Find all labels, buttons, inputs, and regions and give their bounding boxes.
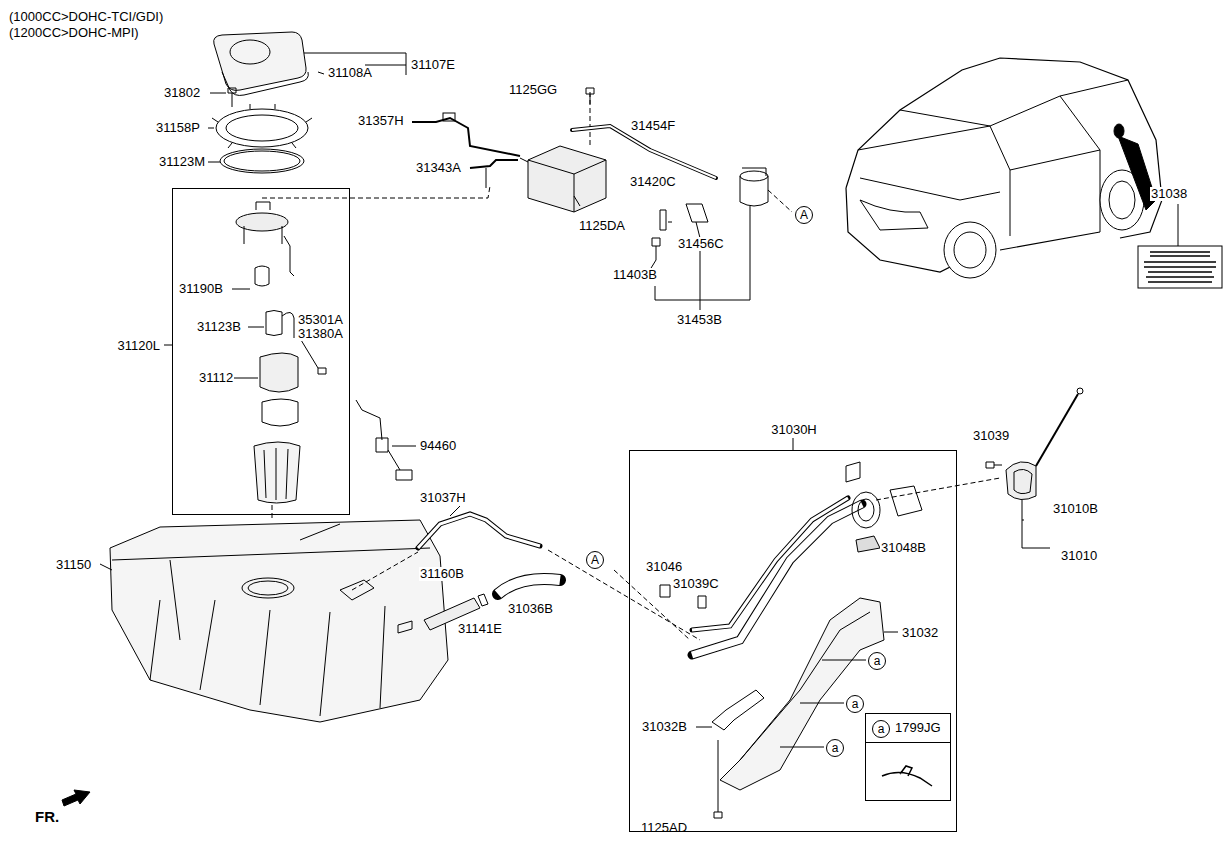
group-box: 31120L xyxy=(172,188,350,515)
circled-letter: a xyxy=(846,695,864,713)
callout-number: 31123M xyxy=(158,155,206,169)
callout-number: 31046 xyxy=(645,560,683,574)
callout-number: 31357H xyxy=(357,114,405,128)
callout-number: 31032B xyxy=(641,720,688,734)
circled-letter: a xyxy=(868,652,886,670)
callout-number: 1125AD xyxy=(640,821,688,835)
callout-number: 31453B xyxy=(676,313,723,327)
callout-number: 31456C xyxy=(677,237,725,251)
callout-number: 31108A xyxy=(327,66,373,80)
callout-number: 31010 xyxy=(1060,549,1098,563)
circled-letter: a xyxy=(826,739,844,757)
group-label: 31030H xyxy=(770,423,818,437)
callout-number: FR. xyxy=(34,810,60,824)
callout-number: 31123B xyxy=(196,320,242,334)
legend-box: a 1799JG xyxy=(865,713,951,801)
callout-number: 31160B xyxy=(419,567,465,581)
callout-number: 31150 xyxy=(55,558,92,572)
callout-number: 31039C xyxy=(672,577,720,591)
group-label: 1799JG xyxy=(894,721,942,735)
legend-divider xyxy=(866,742,950,743)
callout-number: 1125DA xyxy=(578,219,626,233)
callout-number: 31454F xyxy=(630,119,676,133)
circled-letter: a xyxy=(872,720,890,738)
callout-number: 31107E xyxy=(410,58,456,72)
callout-number: 31032 xyxy=(901,626,939,640)
callout-number: 94460 xyxy=(419,439,457,453)
leader-line xyxy=(793,438,794,450)
callout-number: 31037H xyxy=(419,491,467,505)
group-box: 31030Ha1799JG xyxy=(629,450,957,832)
callout-number: 31038 xyxy=(1150,187,1188,201)
callout-number: (1000CC>DOHC-TCI/GDI) xyxy=(8,10,164,24)
callout-number: 31010B xyxy=(1052,502,1099,516)
callout-number: 31190B xyxy=(178,282,224,296)
callout-number: 31802 xyxy=(163,86,201,100)
circled-letter: A xyxy=(795,206,813,224)
callout-number: 31158P xyxy=(155,121,201,135)
circled-letter: A xyxy=(586,551,604,569)
group-label: 31120L xyxy=(117,339,161,353)
callout-number: 31343A xyxy=(415,161,462,175)
callout-number: 31039 xyxy=(972,429,1010,443)
callout-number: 31112 xyxy=(198,371,234,385)
callout-number: 35301A xyxy=(297,313,344,327)
callout-number: 31141E xyxy=(457,622,503,636)
callout-number: (1200CC>DOHC-MPI) xyxy=(8,26,140,40)
callout-number: 31036B xyxy=(507,602,554,616)
callout-number: 31420C xyxy=(629,175,677,189)
callout-number: 31380A xyxy=(297,327,344,341)
callout-number: 31048B xyxy=(880,541,927,555)
callout-number: 11403B xyxy=(612,268,658,282)
callout-number: 1125GG xyxy=(508,83,558,97)
